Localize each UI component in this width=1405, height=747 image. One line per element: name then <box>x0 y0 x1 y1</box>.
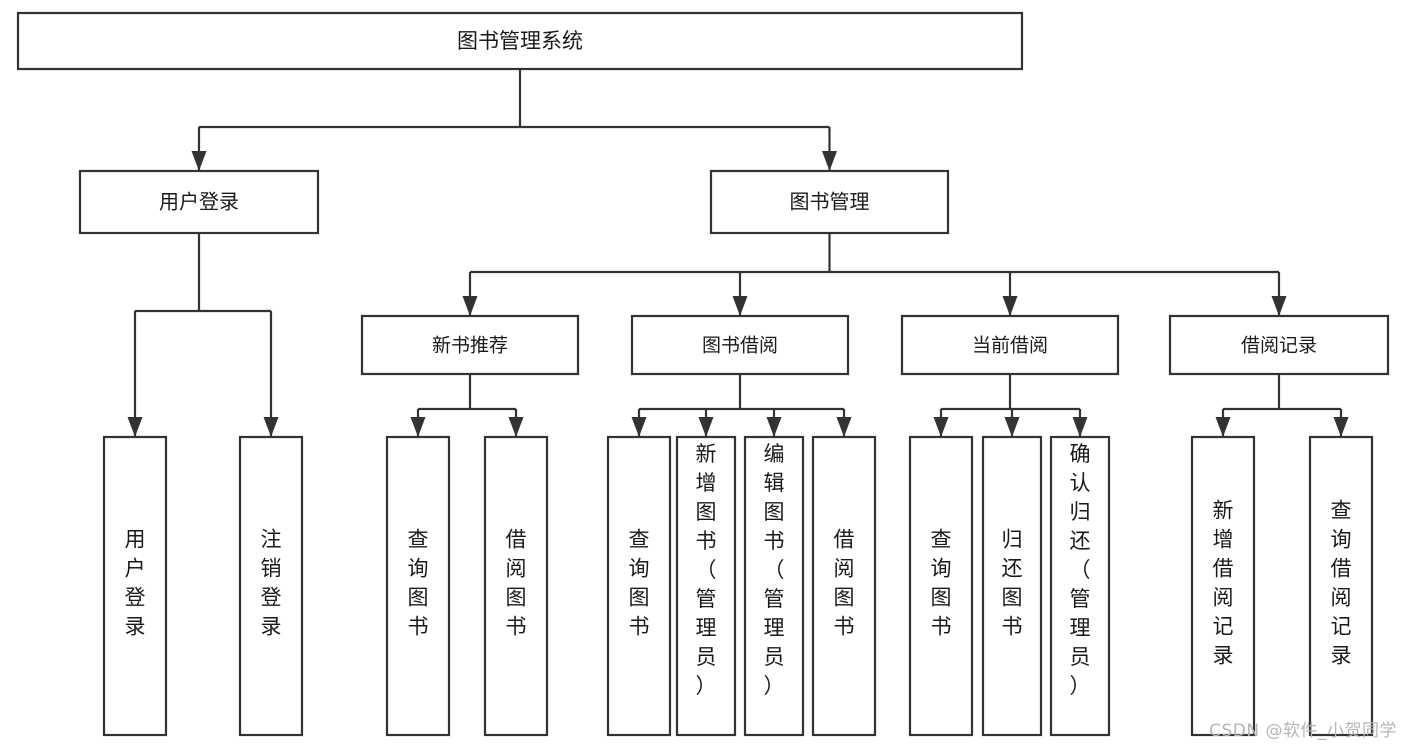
leaf-box <box>1308 435 1374 737</box>
connector-layer <box>127 69 1349 437</box>
leaf-label: 查询图书 <box>931 528 952 639</box>
node-box <box>78 169 320 235</box>
node-box <box>630 314 850 376</box>
node-layer: 图书管理系统用户登录图书管理新书推荐图书借阅当前借阅借阅记录用户登录注销登录查询… <box>16 11 1390 737</box>
leaf-box <box>385 435 451 737</box>
node-user-login[interactable]: 用户登录 <box>78 169 320 235</box>
leaf-box <box>908 435 974 737</box>
leaf-node-leaf-user-login[interactable]: 用户登录 <box>102 435 168 737</box>
leaf-node-leaf-query-book-3[interactable]: 查询图书 <box>908 435 974 737</box>
leaf-node-leaf-query-book-2[interactable]: 查询图书 <box>606 435 672 737</box>
node-label: 用户登录 <box>159 190 239 214</box>
leaf-node-leaf-confirm-return[interactable]: 确认归还（管理员） <box>1049 435 1111 737</box>
node-new-book-recommend[interactable]: 新书推荐 <box>360 314 580 376</box>
node-root[interactable]: 图书管理系统 <box>16 11 1024 71</box>
leaf-box <box>675 435 737 737</box>
leaf-box <box>811 435 877 737</box>
leaf-box <box>238 435 304 737</box>
node-label: 图书借阅 <box>702 335 778 357</box>
leaf-label: 新增图书（管理员） <box>696 442 717 698</box>
leaf-node-leaf-add-book[interactable]: 新增图书（管理员） <box>675 435 737 737</box>
leaf-node-leaf-borrow-book-1[interactable]: 借阅图书 <box>483 435 549 737</box>
leaf-label: 查询图书 <box>629 528 650 639</box>
leaf-label: 用户登录 <box>125 528 146 639</box>
leaf-box <box>1049 435 1111 737</box>
node-borrow-record[interactable]: 借阅记录 <box>1168 314 1390 376</box>
leaf-label: 编辑图书（管理员） <box>764 442 785 698</box>
leaf-box <box>102 435 168 737</box>
node-label: 当前借阅 <box>972 335 1048 357</box>
node-label: 新书推荐 <box>432 335 508 357</box>
node-box <box>900 314 1120 376</box>
leaf-node-leaf-query-record[interactable]: 查询借阅记录 <box>1308 435 1374 737</box>
leaf-label: 确认归还（管理员） <box>1070 442 1091 698</box>
leaf-node-leaf-borrow-book-2[interactable]: 借阅图书 <box>811 435 877 737</box>
leaf-label: 查询图书 <box>408 528 429 639</box>
leaf-node-leaf-edit-book[interactable]: 编辑图书（管理员） <box>743 435 805 737</box>
leaf-node-leaf-user-logout[interactable]: 注销登录 <box>238 435 304 737</box>
node-label: 借阅记录 <box>1241 335 1317 357</box>
node-box <box>1168 314 1390 376</box>
leaf-label: 新增借阅记录 <box>1213 499 1234 668</box>
leaf-box <box>606 435 672 737</box>
leaf-node-leaf-return-book[interactable]: 归还图书 <box>981 435 1043 737</box>
leaf-label: 借阅图书 <box>506 528 527 639</box>
leaf-box <box>981 435 1043 737</box>
node-box <box>709 169 950 235</box>
node-box <box>360 314 580 376</box>
leaf-box <box>483 435 549 737</box>
leaf-box <box>1190 435 1256 737</box>
node-book-manage[interactable]: 图书管理 <box>709 169 950 235</box>
node-label: 图书管理系统 <box>457 29 583 53</box>
node-label: 图书管理 <box>790 190 870 214</box>
leaf-label: 注销登录 <box>261 528 282 639</box>
node-book-borrow[interactable]: 图书借阅 <box>630 314 850 376</box>
leaf-box <box>743 435 805 737</box>
leaf-label: 查询借阅记录 <box>1331 499 1352 668</box>
leaf-node-leaf-add-record[interactable]: 新增借阅记录 <box>1190 435 1256 737</box>
node-box <box>16 11 1024 71</box>
leaf-node-leaf-query-book-1[interactable]: 查询图书 <box>385 435 451 737</box>
node-current-borrow[interactable]: 当前借阅 <box>900 314 1120 376</box>
leaf-label: 借阅图书 <box>834 528 855 639</box>
leaf-label: 归还图书 <box>1002 528 1023 639</box>
